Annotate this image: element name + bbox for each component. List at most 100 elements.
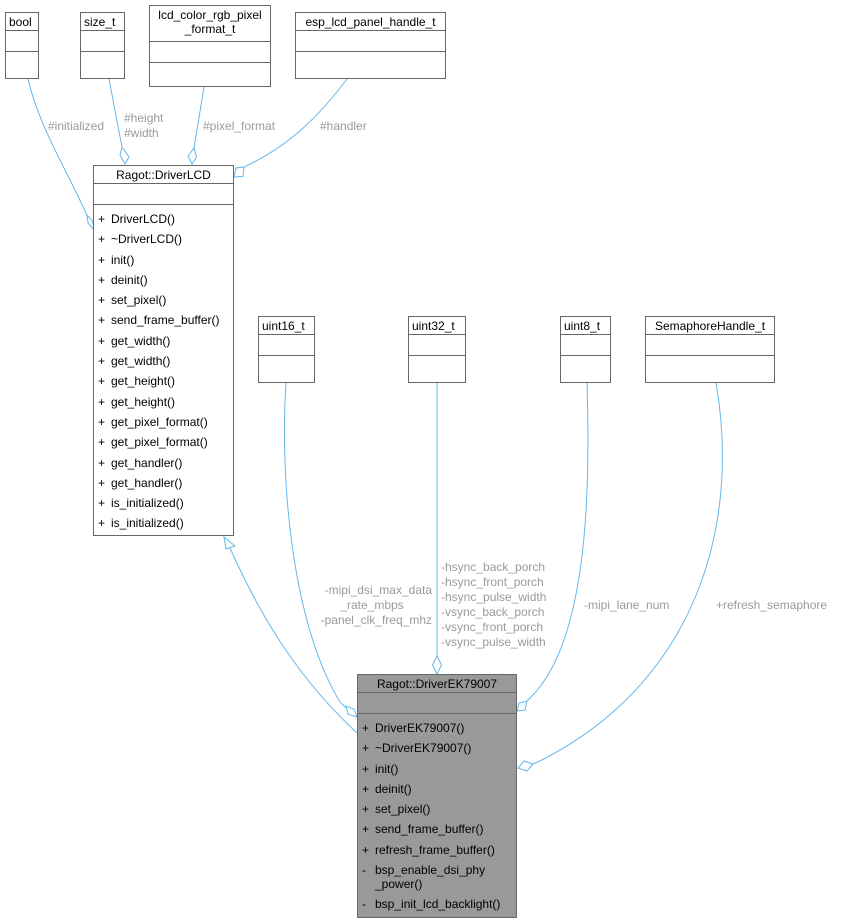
methods-section	[6, 52, 38, 72]
method-row[interactable]: +init()	[94, 250, 233, 270]
method-row[interactable]: -bsp_init_lcd_backlight()	[358, 894, 516, 914]
class-uint32-t[interactable]: uint32_t	[408, 316, 466, 383]
attributes-section	[150, 42, 270, 63]
method-row[interactable]: + ~DriverLCD()	[94, 229, 233, 249]
method-row[interactable]: +~DriverEK79007()	[358, 738, 516, 758]
class-driver-lcd[interactable]: Ragot::DriverLCD +DriverLCD()+~DriverLCD…	[93, 165, 234, 536]
class-title: uint32_t	[409, 317, 465, 335]
method-row[interactable]: +deinit()	[358, 779, 516, 799]
method-name: get_height()	[111, 374, 176, 389]
method-visibility: +	[362, 822, 370, 837]
class-title: SemaphoreHandle_t	[646, 317, 774, 335]
method-visibility: -	[362, 897, 366, 912]
method-row[interactable]: +get_handler()	[94, 473, 233, 493]
method-name: deinit()	[375, 781, 412, 796]
class-bool[interactable]: bool	[5, 12, 39, 79]
label-height: #height	[124, 111, 164, 125]
edge-pixel-format	[193, 86, 205, 149]
method-row[interactable]: +DriverLCD()	[94, 209, 233, 229]
method-name: ~DriverLCD()	[111, 232, 183, 247]
method-row[interactable]: + init()	[358, 759, 516, 779]
label-handler: #handler	[320, 119, 367, 133]
method-row[interactable]: +is_initialized()	[94, 513, 233, 533]
attributes-section	[296, 31, 445, 52]
method-visibility: +	[362, 761, 370, 776]
attributes-section	[358, 693, 516, 714]
class-size-t[interactable]: size_t	[80, 12, 125, 79]
label-initialized: #initialized	[48, 119, 104, 133]
method-visibility: +	[98, 455, 106, 470]
method-name: get_pixel_format()	[111, 435, 208, 450]
method-row[interactable]: +set_pixel()	[358, 799, 516, 819]
method-name: send_frame_buffer()	[375, 822, 484, 837]
class-title: uint8_t	[561, 317, 610, 335]
method-name: deinit()	[111, 272, 148, 287]
method-row[interactable]: +get_handler()	[94, 453, 233, 473]
inheritance-arrowhead	[223, 535, 237, 550]
methods-section	[646, 356, 774, 376]
method-name: get_pixel_format()	[111, 414, 208, 429]
method-row[interactable]: +get_width()	[94, 351, 233, 371]
attributes-section	[81, 31, 124, 52]
class-title: esp_lcd_panel_handle_t	[296, 13, 445, 31]
class-title: Ragot::DriverLCD	[94, 166, 233, 184]
method-visibility: +	[98, 252, 106, 267]
class-title: bool	[6, 13, 38, 31]
method-row[interactable]: +is_initialized()	[94, 493, 233, 513]
class-lcd-color-rgb-pixel-format-t[interactable]: lcd_color_rgb_pixel _format_t	[149, 5, 271, 87]
attributes-section	[6, 31, 38, 52]
method-visibility: +	[98, 414, 106, 429]
label-hsync-back: -hsync_back_porch	[441, 560, 545, 574]
method-row[interactable]: +refresh_frame_buffer()	[358, 840, 516, 860]
label-mipi-dsi-2: _rate_mbps	[339, 598, 403, 612]
method-name: get_width()	[111, 333, 171, 348]
method-row[interactable]: + deinit()	[94, 270, 233, 290]
method-visibility: +	[98, 212, 106, 226]
method-row[interactable]: -bsp_enable_dsi_phy _power()	[358, 860, 516, 894]
method-visibility: +	[98, 232, 106, 247]
label-hsync-pulse: -hsync_pulse_width	[441, 590, 546, 604]
class-uint8-t[interactable]: uint8_t	[560, 316, 611, 383]
method-row[interactable]: +send_frame_buffer()	[94, 310, 233, 330]
method-row[interactable]: +get_height()	[94, 392, 233, 412]
method-row[interactable]: +DriverEK79007()	[358, 718, 516, 738]
class-esp-lcd-panel-handle-t[interactable]: esp_lcd_panel_handle_t	[295, 12, 446, 79]
method-visibility: +	[362, 741, 370, 756]
attributes-section	[259, 335, 314, 356]
edge-semaphore	[532, 382, 723, 765]
label-mipi-lane: -mipi_lane_num	[584, 598, 669, 612]
methods-section	[150, 63, 270, 83]
methods-section	[81, 52, 124, 72]
method-name: bsp_enable_dsi_phy _power()	[375, 863, 486, 892]
method-row[interactable]: + get_pixel_format()	[94, 412, 233, 432]
class-semaphore-handle-t[interactable]: SemaphoreHandle_t	[645, 316, 775, 383]
method-name: get_handler()	[111, 475, 183, 490]
class-title: size_t	[81, 13, 124, 31]
method-row[interactable]: +get_pixel_format()	[94, 432, 233, 452]
method-row[interactable]: +get_width()	[94, 331, 233, 351]
label-mipi-dsi-1: -mipi_dsi_max_data	[325, 583, 433, 597]
label-panel-clk: -panel_clk_freq_mhz	[321, 613, 432, 627]
method-name: init()	[375, 761, 399, 776]
method-visibility: +	[98, 313, 106, 328]
method-visibility: +	[362, 802, 370, 817]
class-title: lcd_color_rgb_pixel _format_t	[150, 6, 270, 42]
method-name: DriverEK79007()	[375, 721, 465, 735]
diamond-size	[119, 145, 130, 166]
methods-section	[296, 52, 445, 72]
class-driver-ek79007[interactable]: Ragot::DriverEK79007 +DriverEK79007()+~D…	[357, 674, 517, 918]
method-visibility: +	[98, 394, 106, 409]
methods-section: +DriverEK79007()+~DriverEK79007()+init()…	[358, 714, 516, 916]
method-row[interactable]: +get_height()	[94, 371, 233, 391]
label-hsync-front: -hsync_front_porch	[441, 575, 544, 589]
class-uint16-t[interactable]: uint16_t	[258, 316, 315, 383]
edge-initialized	[27, 78, 89, 219]
attributes-section	[94, 184, 233, 205]
diamond-uint32	[431, 654, 443, 676]
method-row[interactable]: + send_frame_buffer()	[358, 819, 516, 839]
methods-section: +DriverLCD()+~DriverLCD()+init()+deinit(…	[94, 205, 233, 536]
method-visibility: +	[98, 272, 106, 287]
method-row[interactable]: +set_pixel()	[94, 290, 233, 310]
label-vsync-front: -vsync_front_porch	[441, 620, 543, 634]
